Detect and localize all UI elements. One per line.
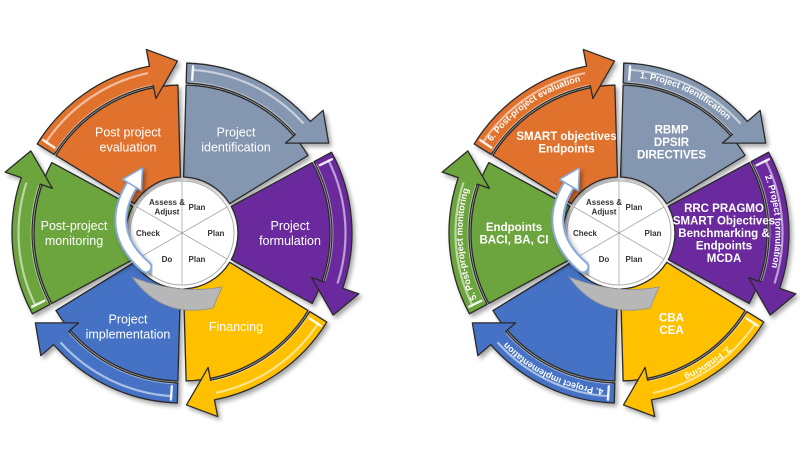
segment-post-project-evaluation [36, 48, 182, 205]
hub-label-plan-top-right: Plan [189, 203, 206, 212]
segment-project-identification [182, 62, 330, 205]
hub-spoke [136, 232, 183, 260]
band-gloss-highlight [44, 71, 149, 144]
band-inner-highlight [30, 184, 49, 303]
hub-label-check: Check [573, 229, 598, 238]
segment-arrow-band [471, 322, 616, 404]
segment-arrow-band [622, 62, 767, 144]
band-inner-highlight [68, 332, 175, 385]
inner-cycle-arrow-shaft [116, 180, 151, 272]
band-gloss-highlight [454, 182, 474, 307]
band-inner-highlight [467, 184, 486, 303]
band-start-notch [627, 65, 632, 82]
inner-swoosh-arrow [567, 276, 660, 311]
segment-arrow-band [185, 62, 330, 144]
band-gloss-highlight [628, 68, 742, 125]
band-start-notch [169, 384, 174, 401]
band-gloss-highlight [191, 68, 305, 125]
hub-label-assess-adjust: Assess &Adjust [586, 198, 622, 217]
segment-project-formulation [230, 151, 360, 316]
segment-arrow-band [441, 150, 491, 315]
segment-project-identification-tools: 1. Project identification [619, 62, 767, 205]
band-inner-highlight [189, 81, 296, 134]
segment-post-project-monitoring [4, 150, 134, 315]
hub-label-plan-bottom-right: Plan [626, 255, 643, 264]
hub-label-plan-bottom-right: Plan [189, 255, 206, 264]
band-inner-highlight [505, 332, 612, 385]
band-start-notch [755, 158, 771, 167]
hub-label-plan-top-right: Plan [626, 203, 643, 212]
band-gloss-highlight [17, 182, 37, 307]
hub-label-do: Do [162, 255, 173, 264]
band-gloss-highlight [764, 159, 784, 284]
segment-arrow-band [747, 151, 797, 316]
hub-spoke [573, 206, 620, 234]
hub-label-plan-right: Plan [208, 229, 225, 238]
hub [566, 180, 672, 286]
hub-spoke [573, 232, 620, 260]
band-inner-highlight [315, 163, 334, 282]
band-start-notch [606, 384, 611, 401]
band-inner-highlight [212, 314, 310, 382]
hub-label-plan-right: Plan [645, 229, 662, 238]
hub-spoke [181, 232, 228, 260]
hub-spoke [136, 206, 183, 234]
band-gloss-highlight [496, 341, 610, 398]
hub-label-do: Do [599, 255, 610, 264]
band-inner-highlight [54, 84, 152, 152]
hub-label-check: Check [136, 229, 161, 238]
band-inner-highlight [491, 84, 589, 152]
band-inner-highlight [752, 163, 771, 282]
band-gloss-highlight [652, 322, 757, 395]
band-inner-highlight [649, 314, 747, 382]
hub-label-assess-adjust: Assess &Adjust [149, 198, 185, 217]
hub-spoke [618, 232, 665, 260]
band-start-notch [42, 138, 56, 149]
band-start-notch [318, 158, 334, 167]
band-start-notch [467, 299, 483, 308]
segment-arrow-band [310, 151, 360, 316]
band-start-notch [479, 138, 493, 149]
hub-spoke [618, 206, 665, 234]
hub [129, 180, 235, 286]
inner-cycle-arrow-shaft [553, 180, 588, 272]
band-start-notch [190, 65, 195, 82]
segment-project-formulation-tools: 2. Project formulation [667, 151, 797, 316]
band-start-notch [308, 317, 322, 328]
inner-cycle-arrow [551, 167, 590, 274]
segment-post-project-monitoring-tools: 5. Post-project monitoring [441, 150, 571, 315]
band-gloss-highlight [327, 159, 347, 284]
inner-cycle-arrow [114, 167, 153, 274]
band-inner-highlight [626, 81, 733, 134]
band-start-notch [30, 299, 46, 308]
band-gloss-highlight [215, 322, 320, 395]
inner-cycle-arrow-head [121, 167, 144, 192]
segment-arrow-band [34, 322, 179, 404]
segment-label-financing: Financing [209, 320, 263, 334]
hub-spoke [181, 206, 228, 234]
band-gloss-highlight [59, 341, 173, 398]
inner-cycle-arrow-head [558, 167, 581, 192]
band-start-notch [745, 317, 759, 328]
inner-swoosh-arrow [130, 276, 223, 311]
segment-arrow-band [4, 150, 54, 315]
band-gloss-highlight [481, 71, 586, 144]
